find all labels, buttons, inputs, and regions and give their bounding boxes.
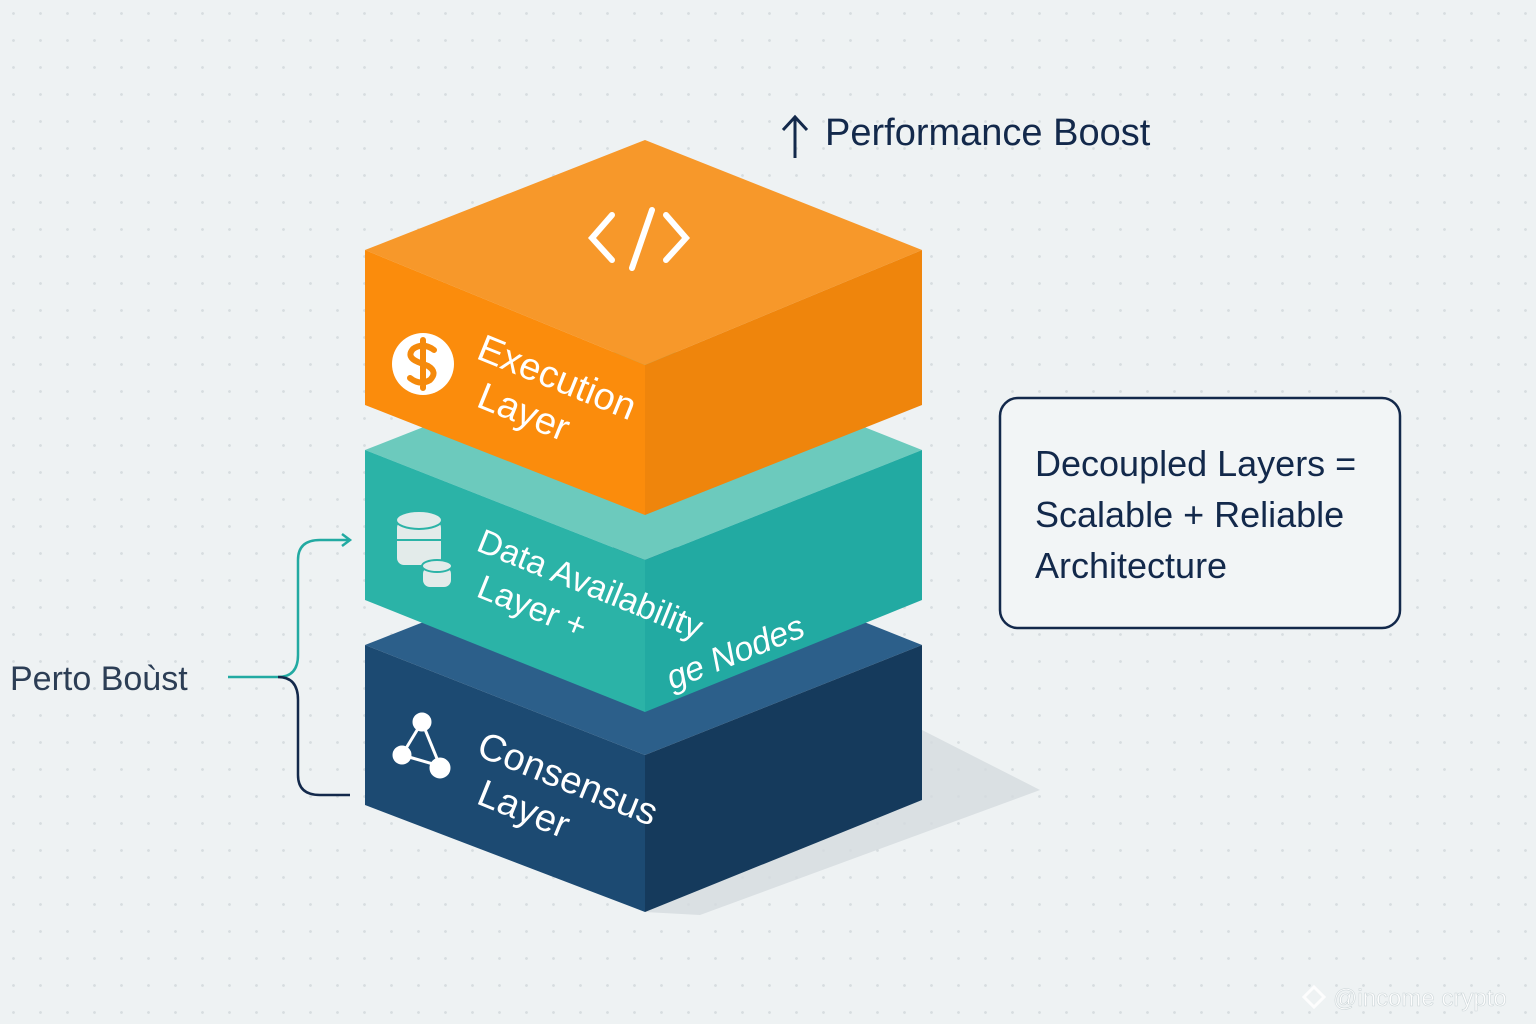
bracket-label: Perto Boùst (10, 660, 188, 698)
callout-line-1: Decoupled Layers = (1035, 443, 1356, 484)
binance-logo-icon (1301, 984, 1327, 1010)
code-icon (587, 207, 691, 271)
callout-line-2: Scalable + Reliable (1035, 494, 1344, 535)
database-icon (395, 510, 453, 589)
dollar-icon (392, 333, 454, 395)
callout-line-3: Architecture (1035, 545, 1227, 586)
performance-boost-label: Performance Boost (825, 112, 1151, 154)
arrow-up-icon (781, 114, 809, 158)
watermark: @income crypto (1301, 984, 1507, 1012)
watermark-text: @income crypto (1333, 985, 1507, 1012)
network-nodes-icon (392, 712, 451, 779)
callout-box: Decoupled Layers = Scalable + Reliable A… (998, 396, 1402, 630)
execution-layer-block: Execution Layer (365, 140, 922, 515)
bracket (228, 533, 353, 797)
